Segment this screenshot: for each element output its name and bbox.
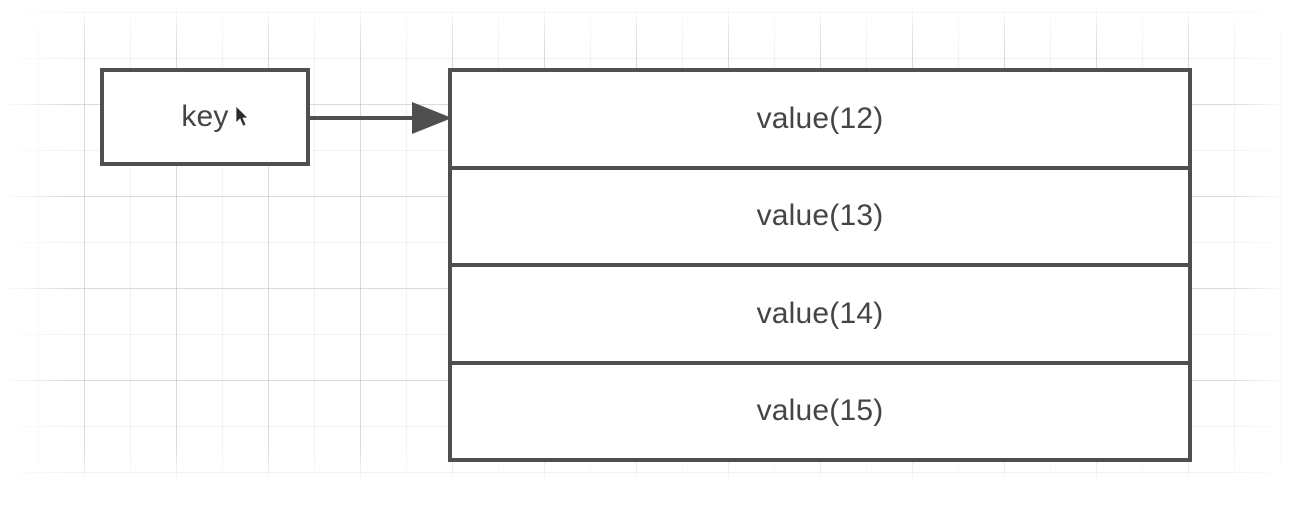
value-row[interactable]: value(12)	[452, 72, 1188, 170]
value-list: value(12) value(13) value(14) value(15)	[448, 68, 1192, 462]
key-node[interactable]: key	[100, 68, 310, 166]
connector-arrow	[308, 94, 454, 142]
value-row[interactable]: value(14)	[452, 267, 1188, 365]
key-node-label: key	[181, 100, 229, 133]
value-row-label: value(15)	[756, 394, 884, 428]
arrowhead-icon	[412, 102, 452, 134]
value-row[interactable]: value(15)	[452, 365, 1188, 459]
value-row-label: value(12)	[756, 101, 884, 135]
value-row-label: value(13)	[756, 199, 884, 233]
value-row-label: value(14)	[756, 296, 884, 330]
value-row[interactable]: value(13)	[452, 170, 1188, 267]
